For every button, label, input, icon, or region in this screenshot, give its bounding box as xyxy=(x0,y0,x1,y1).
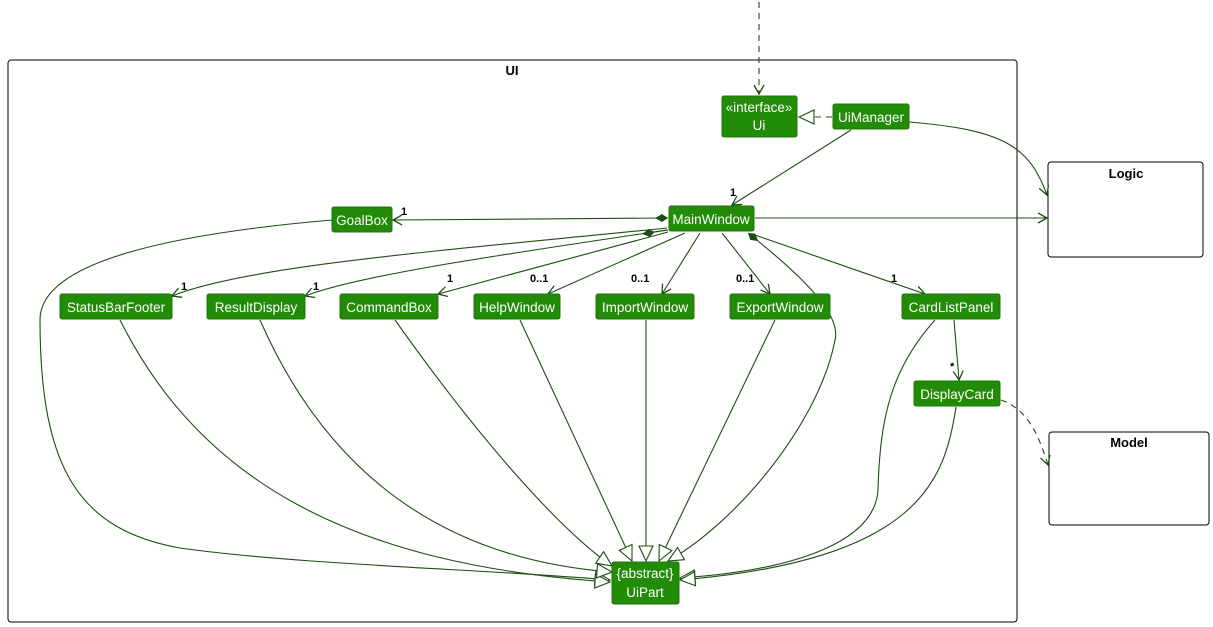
mult-command-box: 1 xyxy=(447,273,453,285)
mult-result-display: 1 xyxy=(313,281,319,293)
multiplicity-labels: 1 1 1 1 1 0..1 0..1 0..1 1 * xyxy=(181,187,955,373)
package-model[interactable]: Model xyxy=(1048,431,1210,526)
svg-text:UI: UI xyxy=(506,63,519,78)
class-helpwindow[interactable]: HelpWindow xyxy=(473,293,561,320)
svg-text:ExportWindow: ExportWindow xyxy=(736,300,823,315)
svg-text:Ui: Ui xyxy=(753,118,766,133)
class-importwindow[interactable]: ImportWindow xyxy=(595,293,695,320)
svg-text:StatusBarFooter: StatusBarFooter xyxy=(67,300,166,315)
mainwindow-helpwindow xyxy=(546,232,686,296)
svg-text:Model: Model xyxy=(1110,435,1148,450)
mainwindow-statusbarfooter xyxy=(170,227,668,298)
mainwindow-inherits-uipart xyxy=(666,232,837,562)
svg-text:Logic: Logic xyxy=(1109,166,1144,181)
svg-text:UiPart: UiPart xyxy=(626,585,664,600)
mult-main-window: 1 xyxy=(730,187,736,199)
commandbox-inherits-uipart xyxy=(394,319,614,567)
svg-text:GoalBox: GoalBox xyxy=(336,213,388,228)
mainwindow-resultdisplay xyxy=(303,229,668,299)
goalbox-inherits-uipart xyxy=(39,219,612,587)
class-resultdisplay[interactable]: ResultDisplay xyxy=(206,293,306,320)
class-commandbox[interactable]: CommandBox xyxy=(339,293,439,320)
helpwindow-inherits-uipart xyxy=(519,319,633,563)
uimanager-to-mainwindow xyxy=(730,129,852,206)
class-uipart[interactable]: {abstract} UiPart xyxy=(611,561,680,605)
class-cardlistpanel[interactable]: CardListPanel xyxy=(901,293,1001,320)
svg-text:CardListPanel: CardListPanel xyxy=(909,300,994,315)
class-mainwindow[interactable]: MainWindow xyxy=(668,205,755,232)
uimanager-to-logic xyxy=(908,121,1050,197)
cardlistpanel-displaycard xyxy=(952,319,964,382)
svg-text:{abstract}: {abstract} xyxy=(616,566,674,581)
class-goalbox[interactable]: GoalBox xyxy=(331,206,393,233)
svg-text:MainWindow: MainWindow xyxy=(672,212,750,227)
mult-status-bar-footer: 1 xyxy=(181,281,187,293)
cardlistpanel-inherits-uipart xyxy=(678,319,936,585)
svg-text:HelpWindow: HelpWindow xyxy=(479,300,555,315)
mult-card-list-panel: 1 xyxy=(891,273,897,285)
edges xyxy=(39,2,1051,589)
svg-text:CommandBox: CommandBox xyxy=(346,300,432,315)
svg-text:DisplayCard: DisplayCard xyxy=(920,387,994,402)
resultdisplay-inherits-uipart xyxy=(259,319,614,579)
package-logic[interactable]: Logic xyxy=(1047,161,1204,258)
mainwindow-cardlistpanel xyxy=(751,233,927,297)
svg-text:UiManager: UiManager xyxy=(838,110,905,125)
mult-export-window: 0..1 xyxy=(736,273,754,285)
mainwindow-goalbox xyxy=(391,214,669,226)
class-exportwindow[interactable]: ExportWindow xyxy=(729,293,831,320)
mainwindow-commandbox xyxy=(436,231,669,298)
class-uimanager[interactable]: UiManager xyxy=(832,103,910,130)
mainwindow-composition-diamond xyxy=(642,228,669,237)
displaycard-inherits-uipart xyxy=(678,406,957,587)
svg-text:«interface»: «interface» xyxy=(726,100,793,115)
class-displaycard[interactable]: DisplayCard xyxy=(913,380,1001,407)
class-ui-interface[interactable]: «interface» Ui xyxy=(721,95,798,138)
svg-text:ImportWindow: ImportWindow xyxy=(602,300,689,315)
mult-help-window: 0..1 xyxy=(530,273,548,285)
statusbarfooter-inherits-uipart xyxy=(119,319,612,589)
mult-display-card: * xyxy=(950,361,955,373)
mult-goal-box: 1 xyxy=(401,206,407,218)
svg-text:ResultDisplay: ResultDisplay xyxy=(215,300,298,315)
mult-import-window: 0..1 xyxy=(631,273,649,285)
class-statusbarfooter[interactable]: StatusBarFooter xyxy=(59,293,173,320)
